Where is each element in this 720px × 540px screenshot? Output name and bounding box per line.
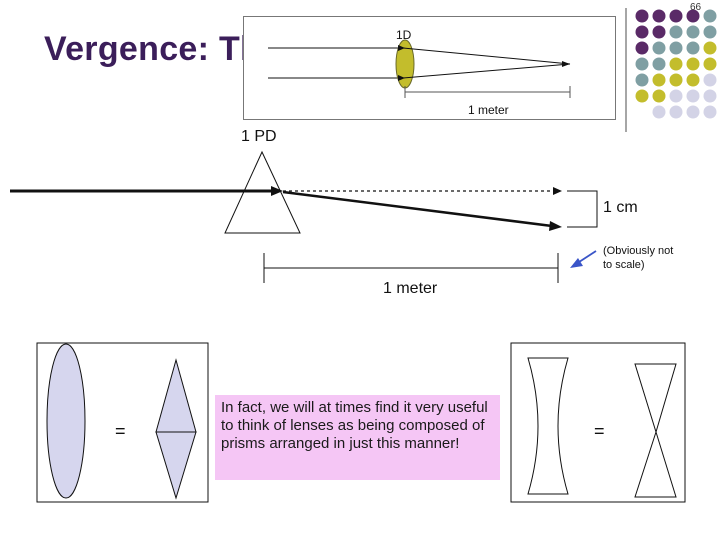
equals-sign-left: = bbox=[115, 421, 126, 441]
prism-diagram bbox=[10, 150, 598, 283]
decorative-dot-grid bbox=[635, 9, 717, 119]
prism-lower bbox=[155, 431, 197, 500]
scale-note: (Obviously not to scale) bbox=[603, 245, 674, 271]
inset-diopter-box bbox=[243, 16, 616, 120]
inverted-prism-upper bbox=[634, 363, 677, 434]
inset-lens-diagram bbox=[268, 39, 571, 98]
concave-lens-panel bbox=[510, 342, 686, 503]
meter-label: 1 meter bbox=[383, 280, 438, 297]
deviated-ray bbox=[282, 190, 553, 228]
equals-sign-right: = bbox=[594, 421, 605, 441]
deviation-label: 1 cm bbox=[603, 199, 638, 216]
convex-lens-shape bbox=[46, 343, 86, 499]
inset-power-label: 1D bbox=[396, 28, 412, 42]
inset-distance-label: 1 meter bbox=[468, 103, 509, 117]
convex-lens-panel bbox=[36, 342, 209, 503]
prism-diopter-label: 1 PD bbox=[241, 128, 277, 145]
slide-number: 66 bbox=[690, 2, 702, 13]
prism-lens-note: In fact, we will at times find it very u… bbox=[215, 395, 500, 480]
inverted-prism-lower bbox=[634, 430, 677, 498]
concave-lens-shape bbox=[527, 357, 569, 495]
deviation-bracket bbox=[567, 190, 598, 228]
